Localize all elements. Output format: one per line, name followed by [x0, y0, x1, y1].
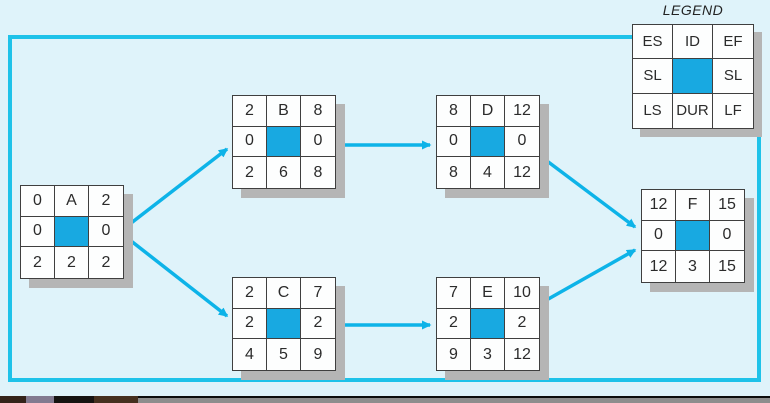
legend-es-label: ES [633, 25, 673, 60]
lf-value: 15 [710, 251, 744, 282]
legend-ls-label: LS [633, 93, 673, 128]
slack-right-value: 0 [505, 126, 539, 158]
lf-value: 12 [505, 157, 539, 188]
node-fill-cell [471, 126, 505, 158]
legend-dur-label: DUR [673, 93, 713, 128]
node-fill-cell [267, 126, 301, 158]
es-value: 2 [233, 278, 267, 309]
slack-left-value: 2 [233, 308, 267, 340]
activity-id: E [471, 278, 505, 309]
diagram-frame [8, 35, 761, 382]
slack-left-value: 0 [642, 220, 676, 252]
footer-fragment [26, 396, 54, 403]
slack-right-value: 0 [301, 126, 335, 158]
ef-value: 10 [505, 278, 539, 309]
activity-node-D: 8 D 12 0 0 8 4 12 [436, 95, 540, 189]
ef-value: 12 [505, 96, 539, 127]
slack-left-value: 0 [21, 216, 55, 248]
slack-right-value: 2 [505, 308, 539, 340]
activity-node-E: 7 E 10 2 2 9 3 12 [436, 277, 540, 371]
node-fill-cell [267, 308, 301, 340]
ef-value: 2 [89, 186, 123, 217]
duration-value: 4 [471, 157, 505, 188]
es-value: 0 [21, 186, 55, 217]
ls-value: 2 [21, 247, 55, 278]
legend-id-label: ID [673, 25, 713, 60]
legend-sl-right-label: SL [713, 59, 753, 94]
ef-value: 15 [710, 190, 744, 221]
footer-fragment [94, 396, 138, 403]
slack-left-value: 0 [233, 126, 267, 158]
lf-value: 12 [505, 339, 539, 370]
activity-node-A: 0 A 2 0 0 2 2 2 [20, 185, 124, 279]
activity-id: B [267, 96, 301, 127]
node-fill-cell [55, 216, 89, 248]
cropped-footer-strip [0, 396, 770, 403]
activity-id: A [55, 186, 89, 217]
legend-sl-left-label: SL [633, 59, 673, 94]
node-fill-cell [471, 308, 505, 340]
duration-value: 6 [267, 157, 301, 188]
es-value: 12 [642, 190, 676, 221]
footer-fragment [0, 396, 26, 403]
activity-id: F [676, 190, 710, 221]
lf-value: 2 [89, 247, 123, 278]
es-value: 2 [233, 96, 267, 127]
footer-fragment [54, 396, 94, 403]
slack-right-value: 2 [301, 308, 335, 340]
legend-title: LEGEND [662, 2, 724, 18]
legend-key-box: ES ID EF SL SL LS DUR LF [632, 24, 754, 129]
ef-value: 7 [301, 278, 335, 309]
legend-fill-cell [673, 59, 713, 94]
activity-node-C: 2 C 7 2 2 4 5 9 [232, 277, 336, 371]
es-value: 7 [437, 278, 471, 309]
ls-value: 9 [437, 339, 471, 370]
duration-value: 2 [55, 247, 89, 278]
ef-value: 8 [301, 96, 335, 127]
activity-node-F: 12 F 15 0 0 12 3 15 [641, 189, 745, 283]
legend-lf-label: LF [713, 93, 753, 128]
ls-value: 4 [233, 339, 267, 370]
footer-divider-line [0, 396, 770, 398]
legend-ef-label: EF [713, 25, 753, 60]
duration-value: 3 [676, 251, 710, 282]
slack-left-value: 0 [437, 126, 471, 158]
ls-value: 12 [642, 251, 676, 282]
lf-value: 8 [301, 157, 335, 188]
slack-left-value: 2 [437, 308, 471, 340]
ls-value: 8 [437, 157, 471, 188]
ls-value: 2 [233, 157, 267, 188]
activity-id: C [267, 278, 301, 309]
lf-value: 9 [301, 339, 335, 370]
node-fill-cell [676, 220, 710, 252]
slack-right-value: 0 [710, 220, 744, 252]
duration-value: 5 [267, 339, 301, 370]
duration-value: 3 [471, 339, 505, 370]
slack-right-value: 0 [89, 216, 123, 248]
activity-node-B: 2 B 8 0 0 2 6 8 [232, 95, 336, 189]
activity-id: D [471, 96, 505, 127]
es-value: 8 [437, 96, 471, 127]
